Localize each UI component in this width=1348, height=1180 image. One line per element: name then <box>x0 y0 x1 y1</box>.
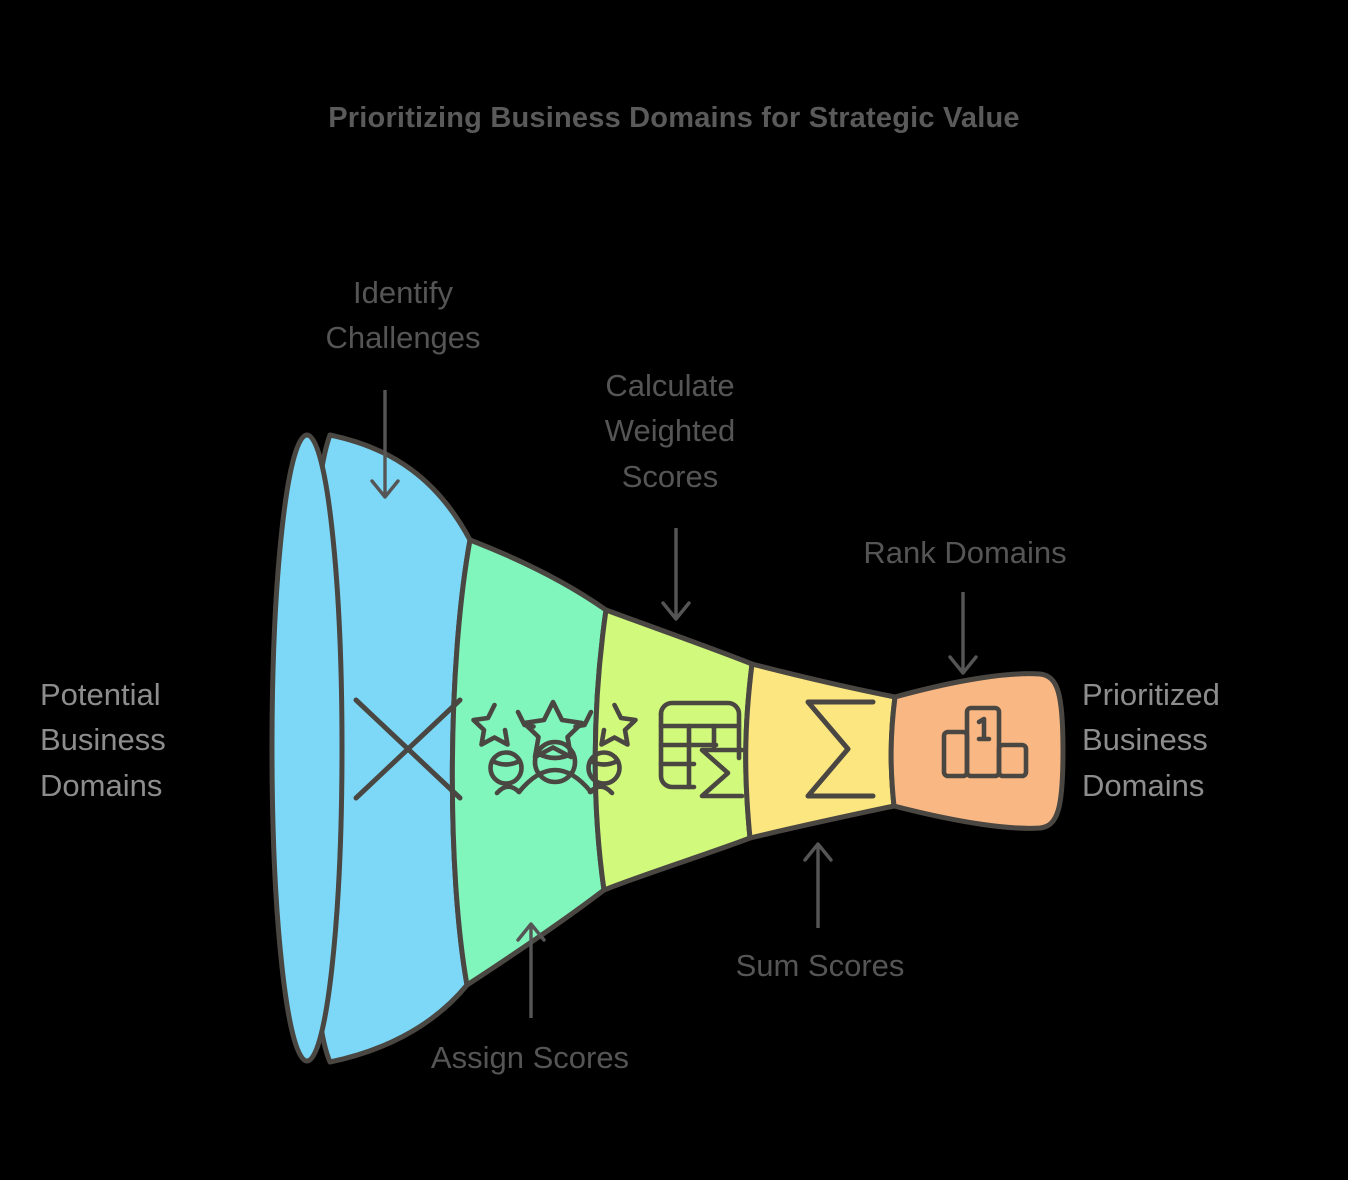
sigma-icon <box>805 699 876 799</box>
funnel-output-label: Prioritized Business Domains <box>1082 677 1220 803</box>
stage-label-rank-domains: Rank Domains <box>863 535 1067 570</box>
page-title: Prioritizing Business Domains for Strate… <box>328 102 1020 134</box>
funnel-input-label: Potential Business Domains <box>40 677 166 803</box>
arrow-sum-scores <box>803 842 833 928</box>
funnel-segment-rank-domains <box>888 671 1066 831</box>
funnel-segment-identify-challenges <box>269 432 473 1065</box>
podium-first-place-icon <box>941 705 1029 779</box>
funnel-icons <box>353 697 1029 801</box>
stage-label-identify-challenges: Identify Challenges <box>325 275 481 356</box>
stage-label-assign-scores: Assign Scores <box>430 1040 630 1075</box>
funnel-segment-assign-scores <box>449 537 609 988</box>
funnel-segment-sum-scores <box>743 661 898 841</box>
funnel-segment-calculate-weighted-scores <box>592 607 755 893</box>
x-cross-icon <box>353 697 463 801</box>
callout-arrows <box>370 390 978 1018</box>
table-sigma-icon <box>658 700 745 799</box>
stage-label-calculate-weighted-scores: Calculate Weighted Scores <box>604 368 736 494</box>
arrow-calculate-weighted-scores <box>661 528 691 621</box>
stage-label-sum-scores: Sum Scores <box>735 948 905 983</box>
funnel-segments <box>269 432 1066 1065</box>
arrow-rank-domains <box>948 592 978 675</box>
stars-people-rating-icon <box>471 699 638 796</box>
arrow-assign-scores <box>516 922 546 1018</box>
arrow-identify-challenges <box>370 390 400 499</box>
